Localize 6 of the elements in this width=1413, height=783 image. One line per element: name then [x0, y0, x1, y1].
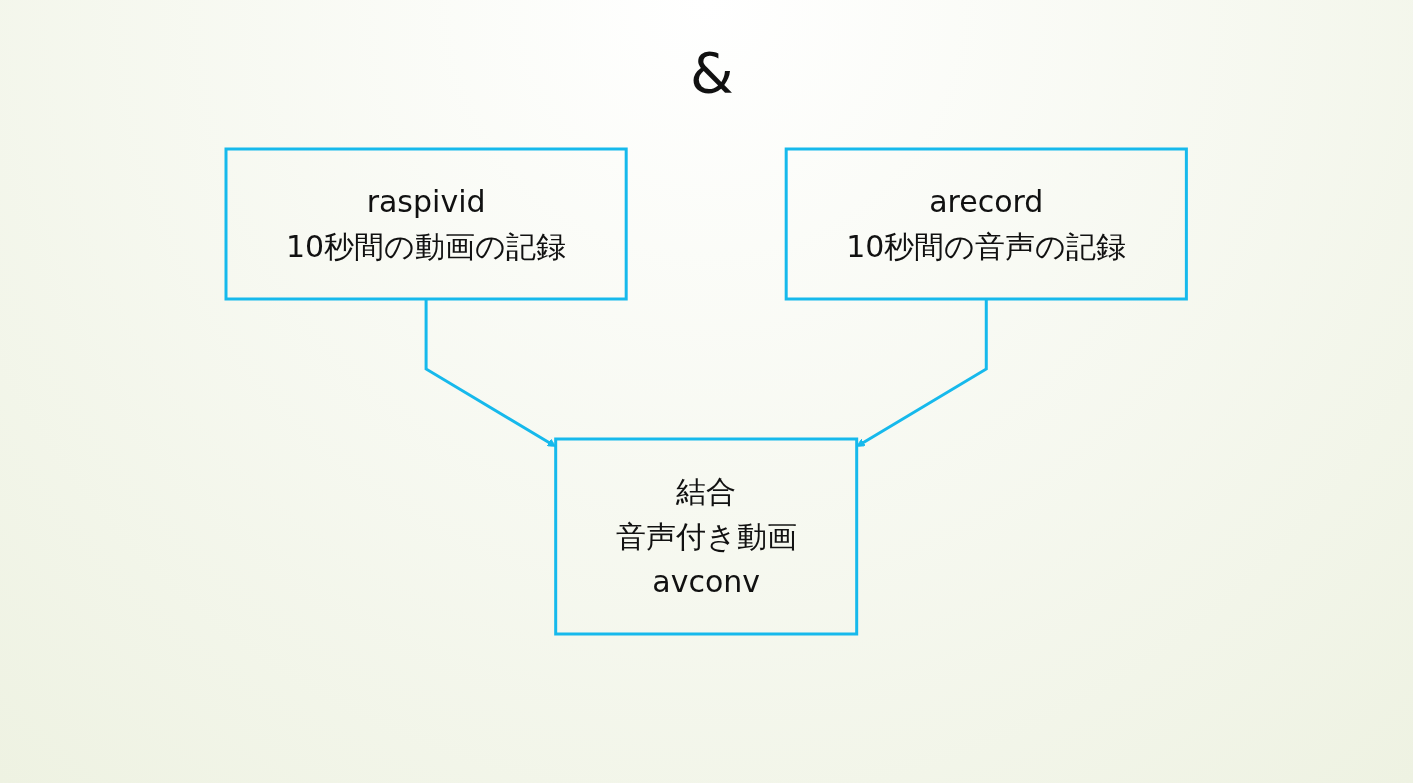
- arrow: [424, 299, 557, 447]
- arrow: [856, 299, 989, 447]
- node-box: raspivid 10秒間の動画の記録: [224, 147, 628, 301]
- node-box: arecord 10秒間の音声の記録: [785, 147, 1189, 301]
- ampersand-text: &: [690, 40, 734, 105]
- node-box: 結合 音声付き動画 avconv: [554, 437, 859, 636]
